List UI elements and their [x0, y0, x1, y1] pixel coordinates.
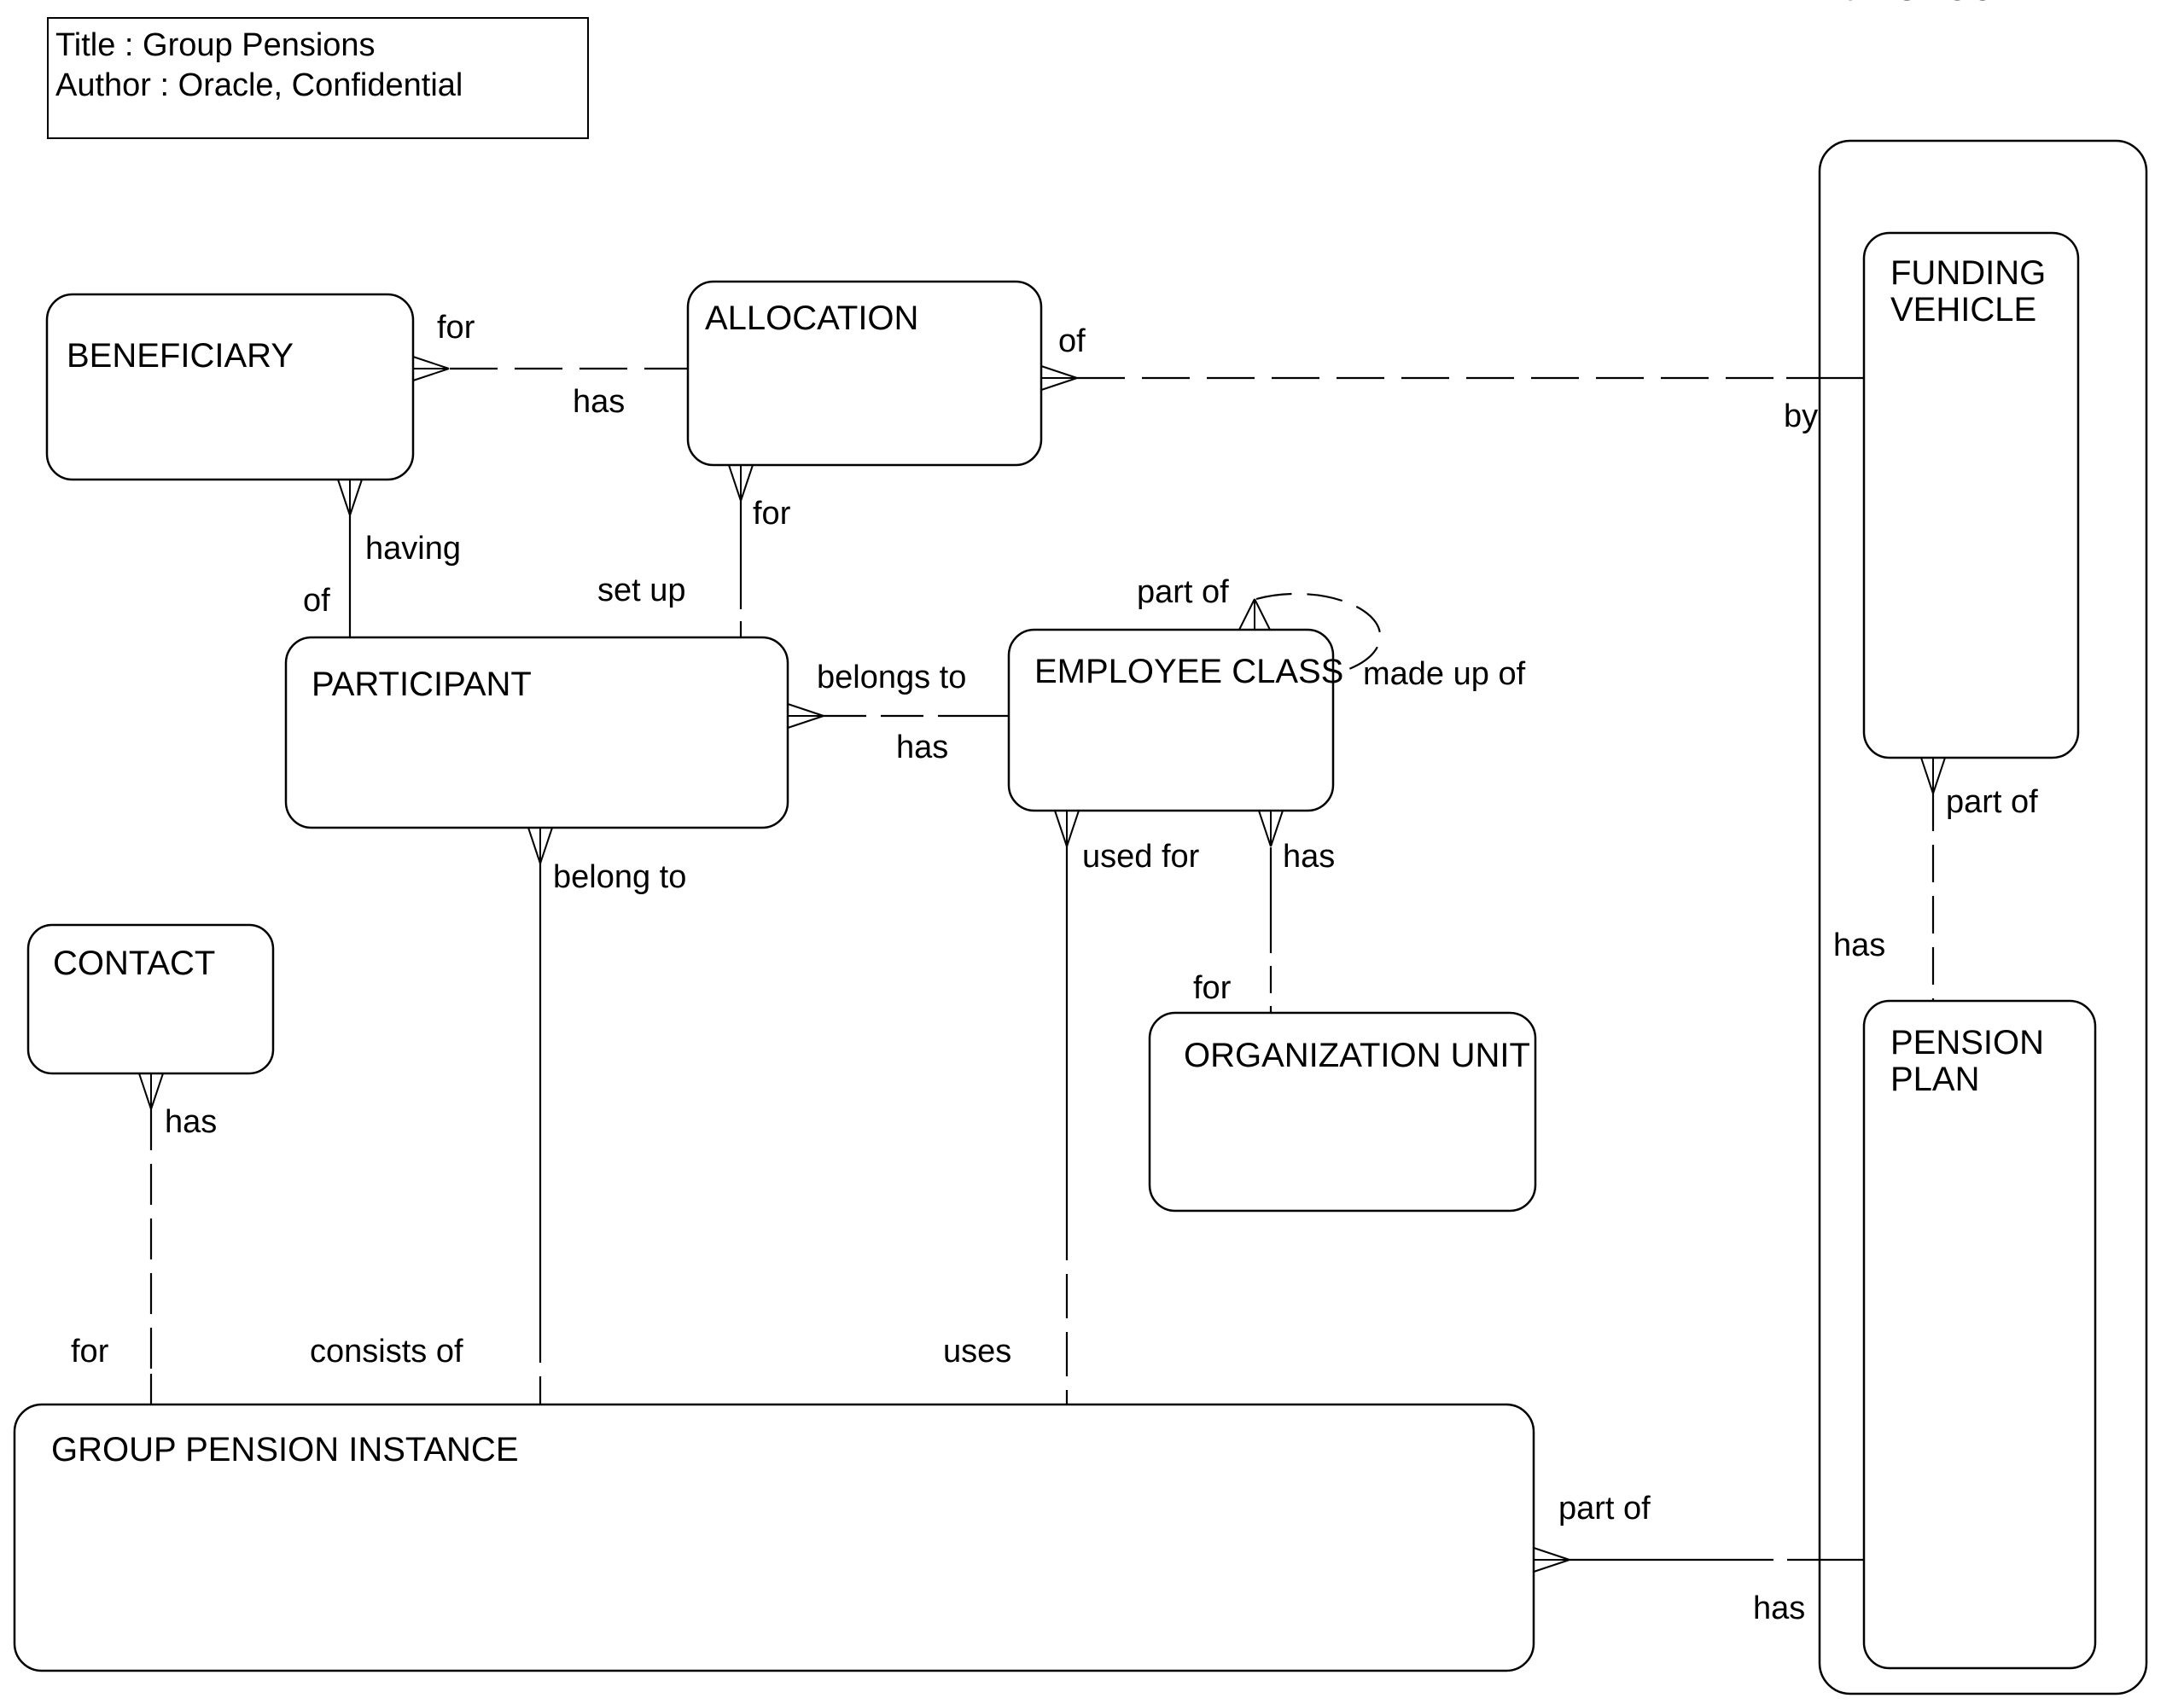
entity-employee-class: EMPLOYEE CLASS — [1007, 628, 1343, 812]
crowfoot-many-marker — [728, 464, 742, 502]
crowfoot-many-marker — [150, 1073, 164, 1110]
connector-employee-class-self-loop[interactable]: part of made up of — [1137, 574, 1526, 692]
diagram-title-box: Title : Group Pensions Author : Oracle, … — [47, 17, 589, 139]
pension-plan-shape[interactable] — [1862, 999, 2097, 1670]
pension-plan-label: PENSION — [1890, 1024, 2044, 1061]
relationship-label: having — [365, 531, 461, 567]
connector-contact-group-pension-instance[interactable]: has for — [71, 1073, 217, 1404]
allocation-shape[interactable] — [686, 280, 1043, 467]
relationship-label: has — [165, 1104, 217, 1140]
funding-vehicle-label: FUNDING — [1890, 254, 2046, 292]
connector-beneficiary-allocation[interactable]: for has — [412, 310, 688, 420]
relationship-label: for — [1193, 970, 1232, 1006]
participant-shape[interactable] — [284, 636, 789, 829]
entity-beneficiary: BENEFICIARY — [45, 293, 415, 481]
crowfoot-many-marker — [1238, 598, 1255, 631]
relationship-label: part of — [1946, 784, 2038, 820]
relationship-label: uses — [943, 1334, 1011, 1370]
allocation-label: ALLOCATION — [705, 300, 918, 337]
crowfoot-many-marker — [1254, 598, 1271, 631]
contact-label: CONTACT — [53, 945, 215, 982]
relationship-label: of — [303, 583, 330, 619]
relationship-label: has — [1833, 928, 1885, 963]
diagram-title-line: Title : Group Pensions — [55, 27, 376, 63]
crowfoot-many-marker — [1258, 810, 1272, 847]
crowfoot-many-marker — [740, 464, 754, 502]
product-label: PRODUCT — [1846, 0, 2015, 8]
entity-participant: PARTICIPANT — [284, 636, 789, 829]
crowfoot-many-marker — [1040, 365, 1078, 379]
entity-container-product: PRODUCT — [1818, 0, 2148, 1695]
crowfoot-many-marker — [337, 479, 351, 516]
relationship-label: part of — [1137, 574, 1229, 610]
crowfoot-many-marker — [1533, 1559, 1570, 1573]
crowfoot-many-marker — [539, 827, 553, 864]
relationship-label: made up of — [1363, 656, 1526, 692]
connector-line — [1255, 592, 1382, 675]
employee-class-label: EMPLOYEE CLASS — [1034, 653, 1343, 690]
relationship-label: for — [437, 310, 475, 346]
connector-allocation-funding-vehicle[interactable]: of by — [1040, 323, 1864, 434]
crowfoot-many-marker — [1054, 810, 1068, 847]
relationship-label: belong to — [553, 859, 686, 895]
connector-beneficiary-participant[interactable]: having of — [303, 479, 461, 637]
crowfoot-many-marker — [1270, 810, 1284, 847]
connector-participant-employee-class[interactable]: belongs to has — [787, 660, 1009, 765]
pension-plan-label: PLAN — [1890, 1061, 1980, 1098]
relationship-label: has — [1283, 839, 1335, 875]
relationship-label: by — [1784, 398, 1818, 434]
relationship-label: of — [1058, 323, 1086, 359]
connector-employee-class-group-pension-instance[interactable]: used for uses — [943, 810, 1200, 1404]
employee-class-shape[interactable] — [1007, 628, 1335, 812]
crowfoot-many-marker — [787, 703, 824, 717]
crowfoot-many-marker — [787, 715, 824, 729]
relationship-label: for — [753, 496, 791, 532]
connector-participant-group-pension-instance[interactable]: belong to consists of — [310, 827, 686, 1404]
entity-organization-unit: ORGANIZATION UNIT — [1148, 1011, 1537, 1213]
beneficiary-shape[interactable] — [45, 293, 415, 481]
group-pension-instance-label: GROUP PENSION INSTANCE — [51, 1431, 519, 1468]
relationship-label: consists of — [310, 1334, 463, 1370]
relationship-label: has — [573, 384, 625, 420]
relationship-label: set up — [597, 573, 686, 608]
relationship-label: for — [71, 1334, 109, 1370]
entity-contact: CONTACT — [26, 923, 275, 1075]
crowfoot-many-marker — [1932, 757, 1946, 794]
relationship-label: belongs to — [817, 660, 966, 695]
crowfoot-many-marker — [1066, 810, 1080, 847]
connector-funding-vehicle-pension-plan[interactable]: part of has — [1833, 757, 2038, 1001]
relationship-label: part of — [1558, 1491, 1651, 1527]
crowfoot-many-marker — [527, 827, 541, 864]
connector-group-pension-instance-pension-plan[interactable]: part of has — [1533, 1491, 1864, 1626]
organization-unit-shape[interactable] — [1148, 1011, 1537, 1213]
group-pension-instance-shape[interactable] — [13, 1403, 1535, 1672]
connector-allocation-participant[interactable]: for set up — [597, 464, 791, 637]
entity-allocation: ALLOCATION — [686, 280, 1043, 467]
crowfoot-many-marker — [349, 479, 363, 516]
crowfoot-many-marker — [412, 356, 450, 369]
diagram-author-line: Author : Oracle, Confidential — [55, 67, 463, 103]
entity-group-pension-instance: GROUP PENSION INSTANCE — [13, 1403, 1535, 1672]
organization-unit-label: ORGANIZATION UNIT — [1184, 1037, 1530, 1074]
relationship-label: has — [896, 730, 948, 765]
crowfoot-many-marker — [1920, 757, 1934, 794]
funding-vehicle-shape[interactable] — [1862, 231, 2080, 759]
relationship-label: used for — [1082, 839, 1200, 875]
crowfoot-many-marker — [1040, 377, 1078, 391]
participant-label: PARTICIPANT — [312, 666, 532, 703]
crowfoot-many-marker — [138, 1073, 152, 1110]
product-shape[interactable] — [1818, 139, 2148, 1695]
connector-employee-class-organization-unit[interactable]: has for — [1193, 810, 1335, 1013]
beneficiary-label: BENEFICIARY — [67, 337, 294, 375]
crowfoot-many-marker — [412, 368, 450, 381]
funding-vehicle-label: VEHICLE — [1890, 291, 2036, 329]
crowfoot-many-marker — [1533, 1547, 1570, 1561]
relationship-label: has — [1753, 1591, 1805, 1626]
